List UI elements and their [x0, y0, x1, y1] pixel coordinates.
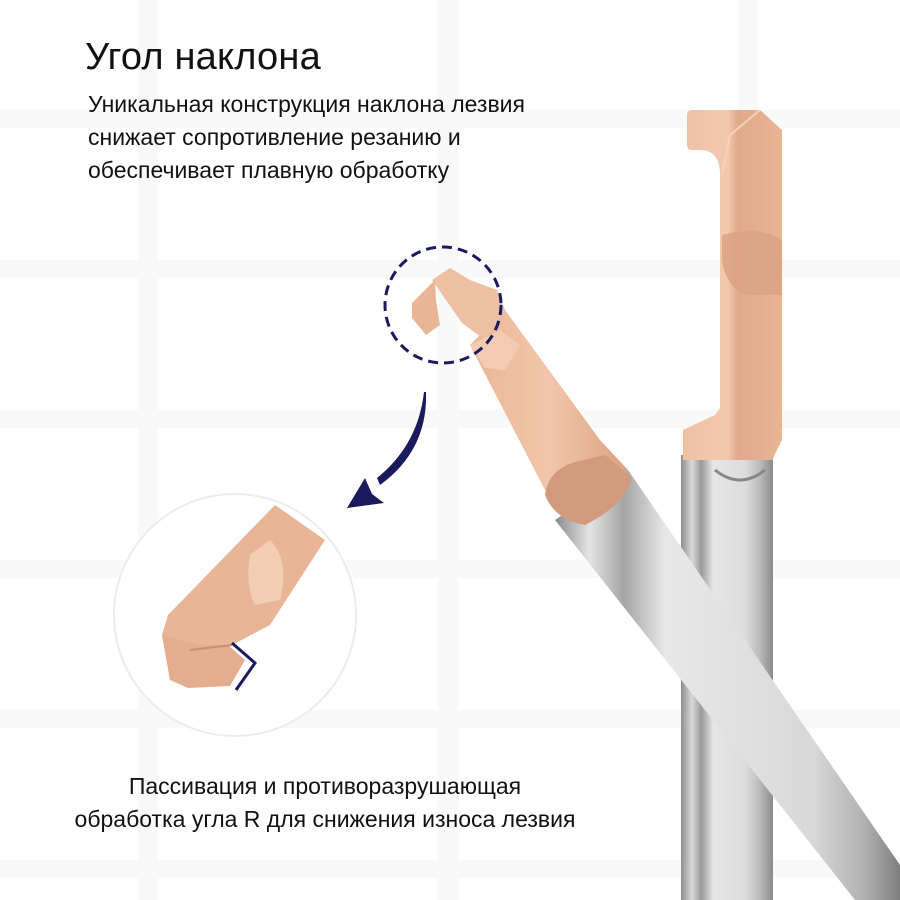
caption-line: обработка угла R для снижения износа лез…: [74, 806, 576, 832]
angled-grooving-tool: [412, 268, 900, 900]
edge-angle-marker-icon: [231, 641, 258, 691]
feature-description: Уникальная конструкция наклона лезвия сн…: [88, 88, 648, 187]
magnified-tip-circle: [113, 493, 357, 737]
description-line: Уникальная конструкция наклона лезвия: [88, 91, 525, 117]
feature-caption: Пассивация и противоразрушающая обработк…: [0, 770, 650, 836]
page-title: Угол наклона: [85, 36, 321, 78]
description-line: обеспечивает плавную обработку: [88, 157, 450, 183]
curved-arrow-icon: [347, 392, 427, 508]
caption-line: Пассивация и противоразрушающая: [128, 773, 522, 799]
dashed-highlight-circle-icon: [383, 245, 503, 365]
description-line: снижает сопротивление резанию и: [88, 124, 461, 150]
